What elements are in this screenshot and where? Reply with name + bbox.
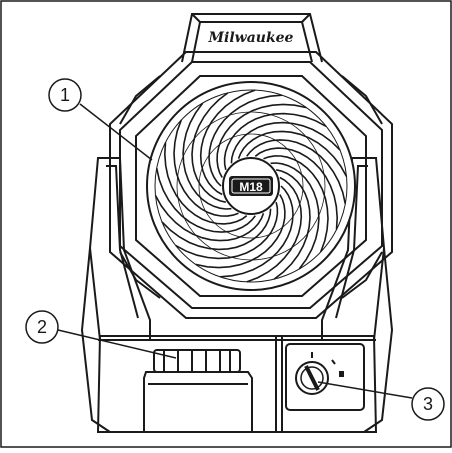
milwaukee-logo: Milwaukee: [208, 30, 294, 46]
brand-logo-text: Milwaukee: [208, 30, 294, 46]
leader-1: [79, 103, 153, 161]
spiral-wire: [163, 142, 248, 225]
leader-2: [57, 329, 177, 359]
callout-number: 2: [37, 317, 47, 337]
speed-control-dial: [295, 361, 329, 395]
spiral-wire: [195, 194, 286, 269]
m18-badge-text: M18: [239, 180, 263, 194]
spiral-wire: [182, 102, 232, 210]
spiral-wire: [155, 168, 256, 233]
spiral-wire: [270, 162, 320, 270]
fan-housing: [109, 51, 393, 319]
spiral-wire: [230, 121, 341, 164]
guard-spiral-wires: [154, 89, 348, 283]
spiral-wire: [161, 208, 272, 251]
speed-control-panel: [285, 343, 365, 411]
spiral-wire: [223, 112, 327, 170]
callout-1: 1: [48, 78, 82, 112]
spiral-wire: [246, 139, 347, 204]
m18-badge: [229, 176, 273, 196]
leader-3: [317, 381, 413, 399]
callout-2: 2: [25, 310, 59, 344]
spiral-wire: [191, 92, 229, 203]
spiral-wire: [175, 202, 279, 260]
spiral-wire: [154, 195, 265, 242]
guard-ring: [176, 111, 326, 261]
fan-blade-guard: M18: [146, 81, 356, 291]
spiral-wire: [254, 147, 339, 230]
callout-3: 3: [411, 387, 445, 421]
spiral-wire: [263, 155, 329, 253]
spiral-wire: [208, 94, 283, 187]
carry-handle: [181, 13, 323, 63]
battery-pack: [143, 349, 253, 433]
guard-inner-rim: [154, 89, 348, 283]
spiral-wire: [237, 130, 348, 177]
base-body: [96, 335, 378, 433]
guard-ring: [198, 133, 304, 239]
spiral-wire: [246, 176, 303, 283]
callout-number: 1: [60, 85, 70, 105]
callout-number: 3: [423, 394, 433, 414]
spiral-wire: [219, 185, 294, 278]
spiral-wire: [216, 103, 307, 178]
spiral-wire: [173, 119, 239, 217]
spiral-wire: [199, 89, 256, 196]
spiral-wire: [273, 169, 311, 280]
callout-leaders: [57, 103, 413, 399]
